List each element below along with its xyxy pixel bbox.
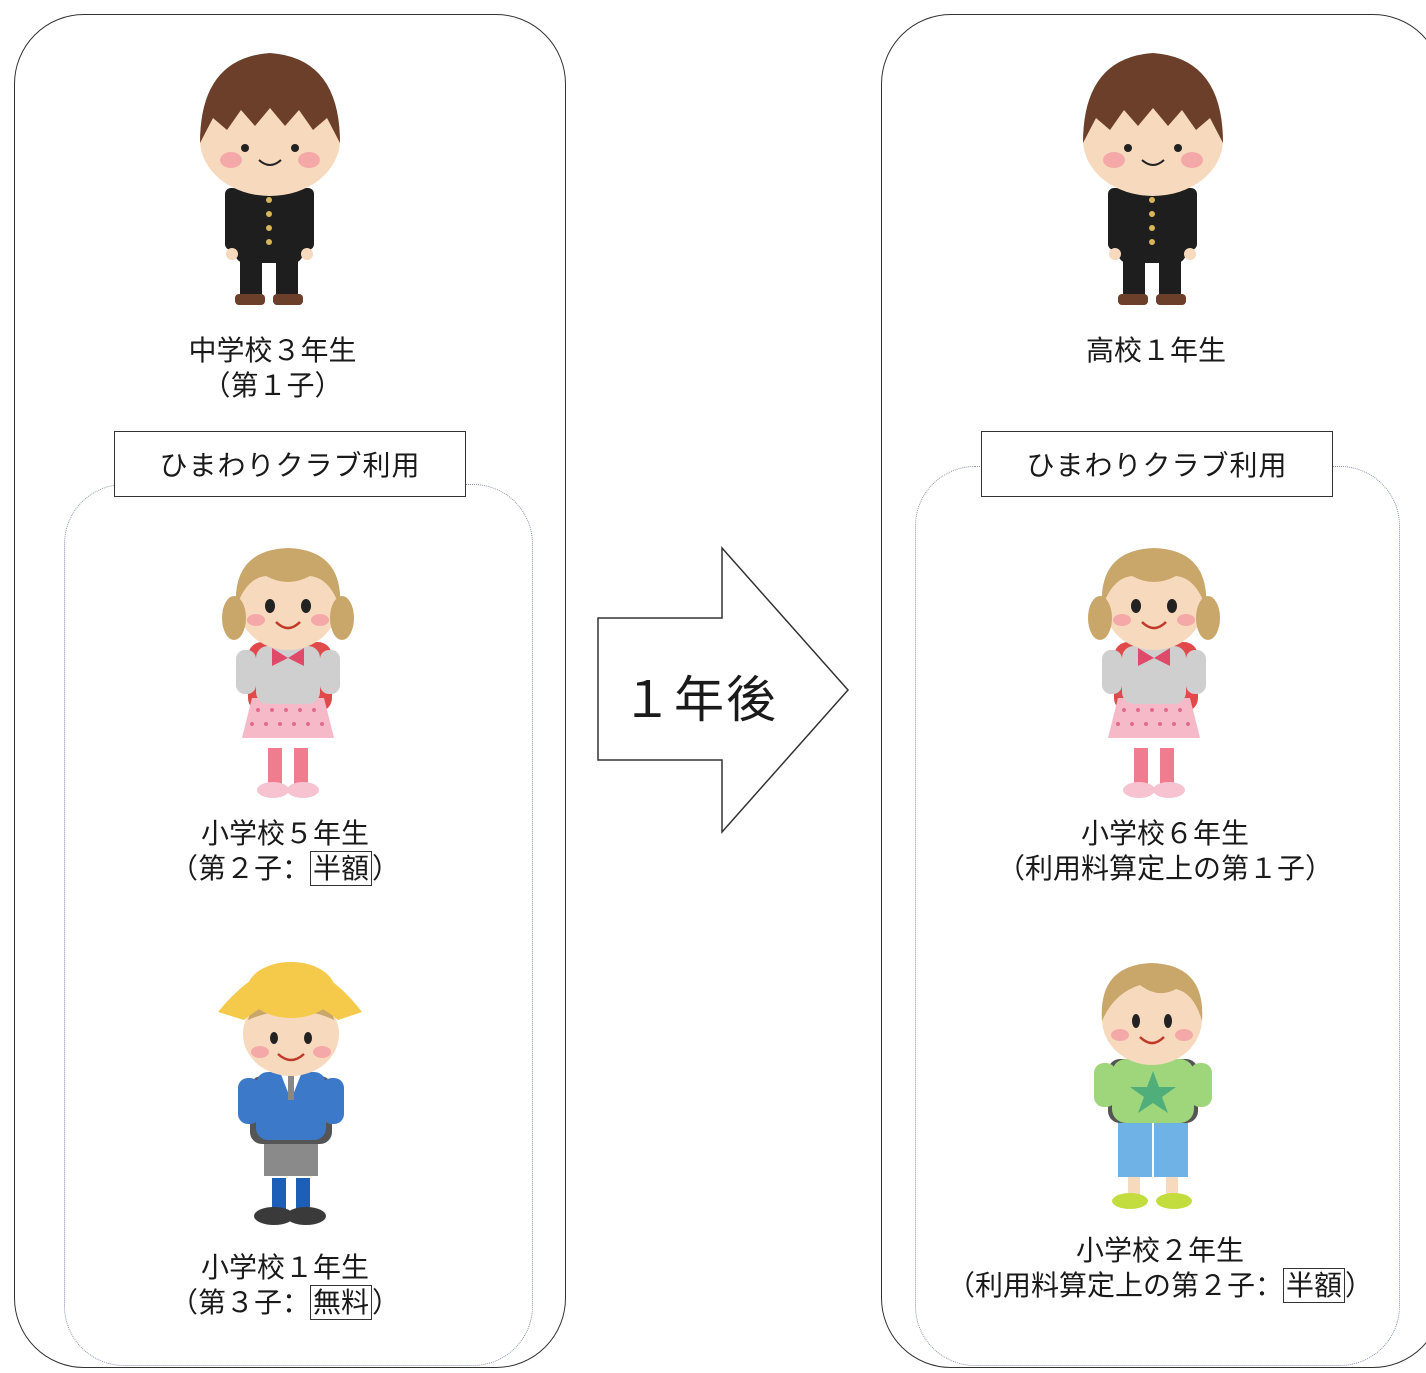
left-child2-order-prefix: （第２子： — [169, 852, 310, 885]
right-child3-fee-badge: 半額 — [1282, 1268, 1345, 1303]
left-child3-grade: 小学校１年生 — [200, 1251, 369, 1284]
left-child3-fee-badge: 無料 — [309, 1285, 372, 1320]
right-child2-order: （利用料算定上の第１子） — [996, 852, 1333, 885]
left-child2-grade: 小学校５年生 — [200, 817, 369, 850]
right-child3-caption: 小学校２年生 （利用料算定上の第２子：半額） — [940, 1233, 1380, 1303]
left-child3-order: （第３子：無料） — [140, 1285, 430, 1320]
left-child3-caption: 小学校１年生 （第３子：無料） — [140, 1250, 430, 1320]
right-child2-caption: 小学校６年生 （利用料算定上の第１子） — [975, 816, 1355, 886]
next-year-arrow-icon — [597, 546, 850, 834]
right-child2-grade: 小学校６年生 — [1080, 817, 1249, 850]
left-child2-caption: 小学校５年生 （第２子：半額） — [140, 816, 430, 886]
left-child2-fee-badge: 半額 — [309, 851, 372, 886]
left-club-label: ひまわりクラブ利用 — [114, 431, 466, 497]
right-child3-order-prefix: （利用料算定上の第２子： — [946, 1269, 1283, 1302]
right-child3-order-suffix: ） — [1345, 1269, 1374, 1302]
right-child3-grade: 小学校２年生 — [1075, 1234, 1244, 1267]
arrow-label: １年後 — [622, 671, 778, 729]
first-grader-boy-icon — [218, 962, 362, 1225]
left-child3-order-suffix: ） — [372, 1286, 401, 1319]
right-club-label: ひまわりクラブ利用 — [981, 431, 1333, 497]
second-grader-boy-icon — [1094, 963, 1212, 1209]
left-child1-grade: 中学校３年生 — [188, 334, 357, 367]
high-school-boy-icon — [1083, 53, 1223, 305]
elementary-girl-icon — [222, 548, 354, 798]
right-child1-grade: 高校１年生 — [1085, 334, 1226, 367]
left-child1-order: （第１子） — [202, 369, 343, 402]
right-child3-order: （利用料算定上の第２子：半額） — [940, 1268, 1380, 1303]
right-child1-caption: 高校１年生 — [1040, 333, 1272, 368]
left-child1-caption: 中学校３年生 （第１子） — [150, 333, 395, 403]
left-child2-order: （第２子：半額） — [140, 851, 430, 886]
middle-school-boy-icon — [200, 53, 340, 305]
sixth-grader-girl-icon — [1088, 548, 1220, 798]
left-child3-order-prefix: （第３子： — [169, 1286, 310, 1319]
left-child2-order-suffix: ） — [372, 852, 401, 885]
